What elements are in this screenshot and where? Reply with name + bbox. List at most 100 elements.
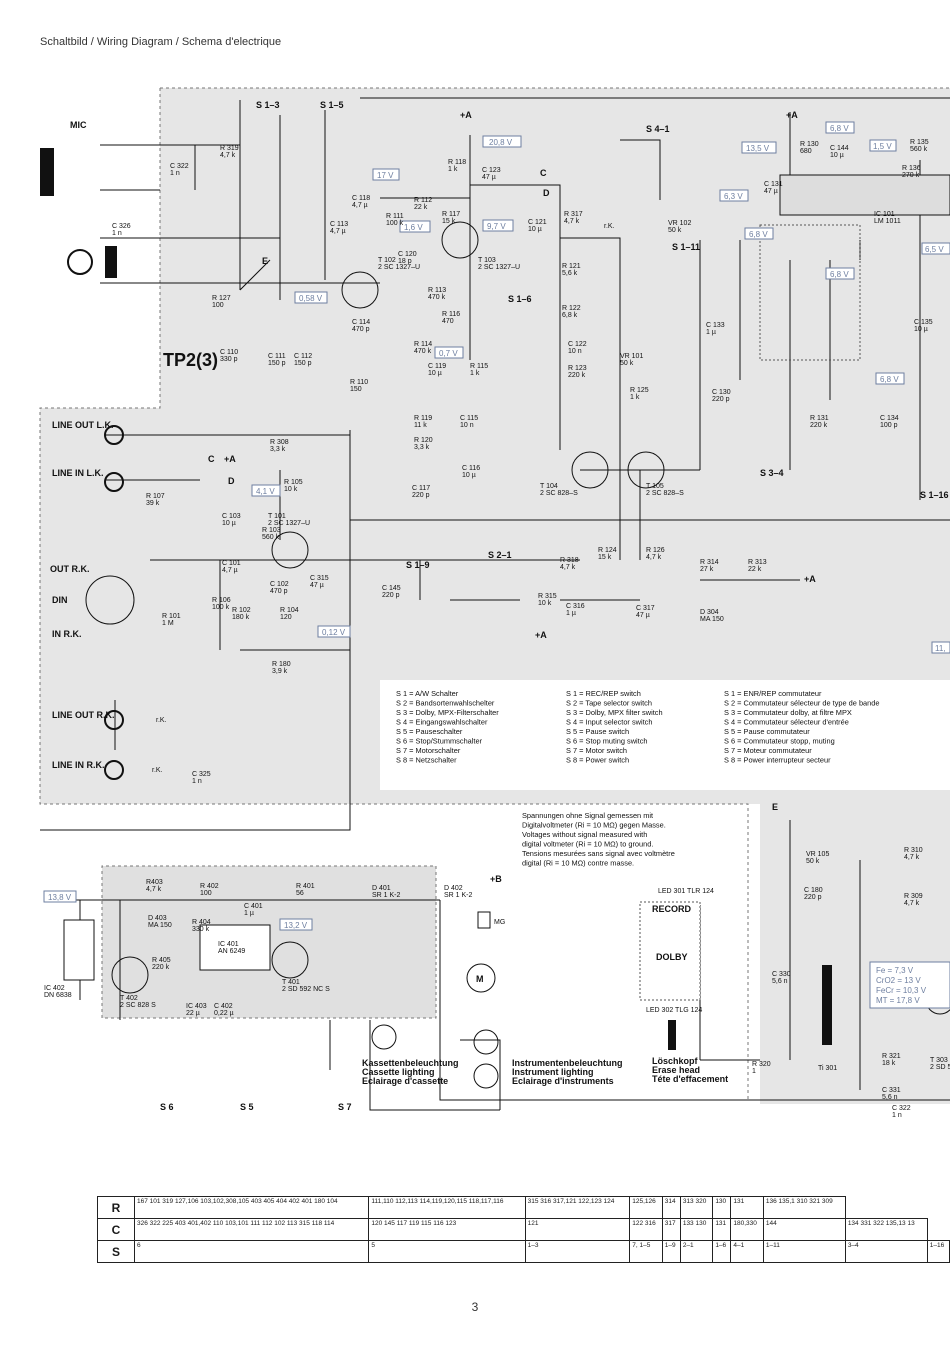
label-dolby: DOLBY xyxy=(656,952,688,962)
component-value: 4,7 µ xyxy=(330,228,346,235)
component-value: 1 n xyxy=(892,1112,902,1119)
table-cell: 4–1 xyxy=(730,1240,764,1263)
table-cell: 120 145 117 119 115 116 123 xyxy=(368,1218,526,1241)
table-cell: 1–9 xyxy=(661,1240,681,1263)
switch-label: S 1–16 xyxy=(920,490,949,500)
component-ref: R 107 xyxy=(146,493,165,500)
component-ref: C 326 xyxy=(112,223,131,230)
table-cell: 125,126 xyxy=(629,1196,663,1219)
component-ref: C 120 xyxy=(398,251,417,258)
component-value: 100 k xyxy=(386,220,404,227)
table-cell: 136 135,1 310 321 309 xyxy=(762,1196,846,1219)
table-cell: 131 xyxy=(730,1196,764,1219)
component-ref: R 402 xyxy=(200,883,219,890)
component-value: 6,8 k xyxy=(562,312,578,319)
switch-label: S 1–3 xyxy=(256,100,280,110)
component-ref: T 401 xyxy=(282,979,300,986)
legend-line: S 8 = Power interrupteur secteur xyxy=(724,756,831,765)
component-value: 680 xyxy=(800,148,812,155)
component-ref: C 116 xyxy=(462,465,480,472)
component-ref: R 320 xyxy=(752,1061,771,1068)
component-ref: R 112 xyxy=(414,197,432,204)
component-ref: C 103 xyxy=(222,513,241,520)
label-plus-a: +A xyxy=(786,110,798,120)
component-value: 15 k xyxy=(442,218,456,225)
component-value: 4,7 k xyxy=(646,554,662,561)
legend-line: S 6 = Stop/Stummschalter xyxy=(396,737,483,746)
label-record: RECORD xyxy=(652,904,692,914)
label-din: DIN xyxy=(52,595,68,605)
component-ref: R 115 xyxy=(470,363,488,370)
label-line-in-lk: LINE IN L.K. xyxy=(52,468,104,478)
table-cell: 1–11 xyxy=(762,1240,846,1263)
note-line: digital (Ri = 10 MΩ) contre masse. xyxy=(522,859,634,868)
component-value: 1 xyxy=(752,1068,756,1075)
bias-line: CrO2 = 13 V xyxy=(876,976,921,985)
component-ref: C 133 xyxy=(706,322,725,329)
legend-line: S 5 = Pauseschalter xyxy=(396,727,463,736)
component-ref: C 135 xyxy=(914,319,933,326)
component-value: 11 k xyxy=(414,422,427,429)
component-value: 47 µ xyxy=(482,174,496,181)
row-key: C xyxy=(97,1218,135,1241)
component-value: 2 SD 592 NC S xyxy=(282,986,330,993)
table-cell: 7, 1–5 xyxy=(629,1240,663,1263)
label-node-c: C xyxy=(540,168,547,178)
component-value: AN 6249 xyxy=(218,948,245,955)
label-plus-a: +A xyxy=(460,110,472,120)
label-instrument-lighting: Instrumentenbeleuchtung xyxy=(512,1058,623,1068)
voltage-label: 6,8 V xyxy=(749,230,768,239)
component-value: 4,7 k xyxy=(146,886,162,893)
component-value: 470 k xyxy=(414,348,432,355)
dashed-border xyxy=(39,87,950,1100)
component-value: 47 µ xyxy=(636,612,650,619)
voltage-label: 4,1 V xyxy=(256,487,275,496)
component-ref: C 101 xyxy=(222,560,241,567)
switch-label: S 2–1 xyxy=(488,550,512,560)
component-value: 27 k xyxy=(700,566,714,573)
component-value: 470 k xyxy=(428,294,446,301)
component-value: 4,7 k xyxy=(564,218,580,225)
component-value: 3,3 k xyxy=(270,446,286,453)
component-value: 0,22 µ xyxy=(214,1010,234,1017)
component-ref: R 105 xyxy=(284,479,303,486)
voltage-label: 0,12 V xyxy=(322,628,346,637)
component-ref: C 122 xyxy=(568,341,587,348)
component-value: 470 p xyxy=(270,588,288,595)
table-cell: 1–16 xyxy=(926,1240,950,1263)
label-rk: r.K. xyxy=(156,717,167,724)
component-ref: C 325 xyxy=(192,771,211,778)
component-ref: C 315 xyxy=(310,575,329,582)
component-value: 18 p xyxy=(398,258,412,265)
component-ref: R 123 xyxy=(568,365,587,372)
component-ref: T 101 xyxy=(268,513,286,520)
label-erase-head: Erase head xyxy=(652,1065,700,1075)
component-ref: IC 401 xyxy=(218,941,239,948)
